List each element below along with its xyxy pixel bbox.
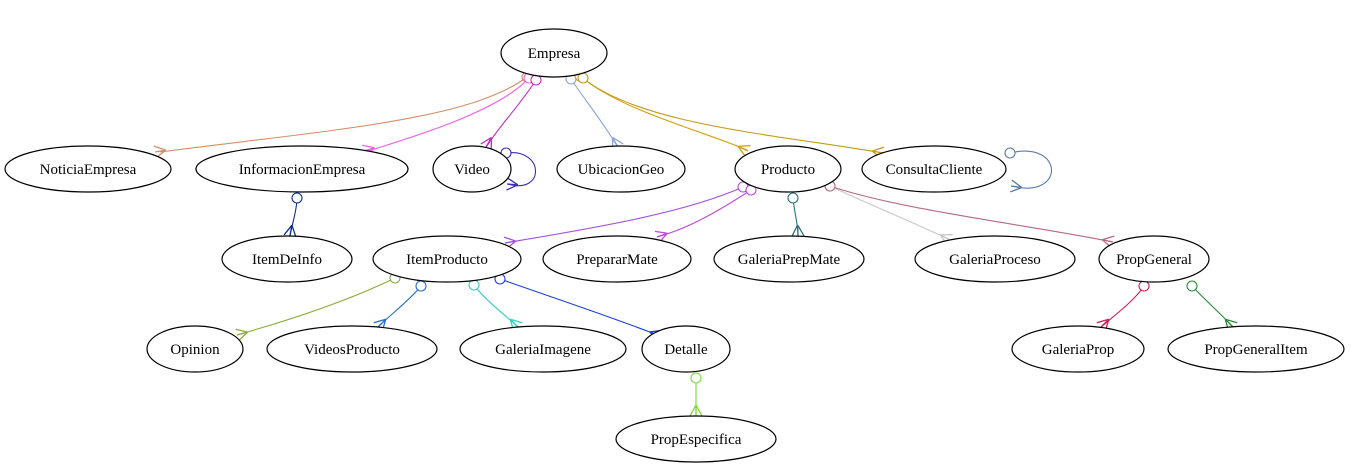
edge-item-producto-to-galeria-imagene bbox=[468, 279, 523, 332]
node-consulta-cliente[interactable]: ConsultaCliente bbox=[861, 145, 1007, 193]
node-label: ItemProducto bbox=[406, 252, 488, 268]
edge-line bbox=[486, 79, 537, 147]
edge-line bbox=[367, 77, 530, 152]
node-label: UbicacionGeo bbox=[578, 162, 665, 178]
crow-foot-marker bbox=[235, 328, 249, 342]
node-detalle[interactable]: Detalle bbox=[641, 325, 731, 373]
optional-circle-marker bbox=[468, 279, 480, 291]
optional-circle-marker bbox=[1186, 280, 1198, 292]
node-label: PropGeneral bbox=[1116, 252, 1192, 268]
node-label: PrepararMate bbox=[576, 252, 658, 268]
edge-item-producto-to-detalle bbox=[494, 273, 663, 342]
node-producto[interactable]: Producto bbox=[734, 145, 842, 193]
nodes-layer: Empresa NoticiaEmpresa InformacionEmpres… bbox=[4, 28, 1345, 463]
edge-empresa-to-noticia-empresa bbox=[153, 71, 533, 159]
node-video[interactable]: Video bbox=[432, 145, 512, 193]
node-label: Video bbox=[454, 162, 490, 178]
edge-detalle-to-prop-especifica bbox=[689, 372, 703, 417]
edge-line bbox=[1009, 150, 1053, 189]
edge-prop-general-to-prop-general-item bbox=[1186, 280, 1238, 332]
crow-foot-marker bbox=[480, 136, 493, 151]
node-preparar-mate[interactable]: PrepararMate bbox=[542, 235, 692, 283]
node-label: ConsultaCliente bbox=[886, 162, 983, 178]
node-label: GaleriaPrepMate bbox=[738, 252, 841, 268]
node-opinion[interactable]: Opinion bbox=[146, 325, 244, 373]
node-label: Empresa bbox=[528, 46, 581, 62]
node-label: InformacionEmpresa bbox=[239, 162, 366, 178]
node-videos-producto[interactable]: VideosProducto bbox=[266, 325, 438, 373]
node-galeria-prep-mate[interactable]: GaleriaPrepMate bbox=[713, 235, 865, 283]
edge-line bbox=[579, 75, 748, 151]
optional-circle-marker bbox=[291, 192, 303, 204]
edge-line bbox=[829, 185, 951, 241]
node-item-producto[interactable]: ItemProducto bbox=[372, 235, 522, 283]
node-label: Producto bbox=[761, 162, 815, 178]
edge-line bbox=[504, 186, 744, 244]
optional-circle-marker bbox=[1004, 147, 1016, 159]
edge-empresa-to-video bbox=[480, 74, 542, 151]
crow-foot-marker bbox=[283, 224, 297, 238]
edge-line bbox=[582, 77, 884, 154]
edge-producto-to-preparar-mate bbox=[654, 184, 757, 244]
optional-circle-marker bbox=[1138, 280, 1150, 292]
node-galeria-proceso[interactable]: GaleriaProceso bbox=[914, 235, 1076, 283]
crow-foot-marker bbox=[506, 177, 519, 191]
node-empresa[interactable]: Empresa bbox=[500, 28, 608, 78]
node-item-de-info[interactable]: ItemDeInfo bbox=[221, 235, 353, 283]
node-prop-general[interactable]: PropGeneral bbox=[1098, 235, 1210, 283]
node-label: Opinion bbox=[170, 342, 220, 358]
node-prop-general-item[interactable]: PropGeneralItem bbox=[1167, 325, 1345, 373]
crow-foot-marker bbox=[737, 144, 751, 157]
edge-item-producto-to-videos-producto bbox=[373, 280, 427, 332]
edge-line bbox=[159, 76, 528, 153]
node-ubicacion-geo[interactable]: UbicacionGeo bbox=[556, 145, 686, 193]
edge-empresa-to-informacion-empresa bbox=[362, 72, 535, 158]
node-galeria-imagene[interactable]: GaleriaImagene bbox=[459, 325, 627, 373]
node-label: NoticiaEmpresa bbox=[40, 162, 137, 178]
edge-empresa-to-consulta-cliente bbox=[577, 72, 885, 160]
edge-consulta-cliente-to-consulta-cliente bbox=[1004, 147, 1053, 193]
node-label: GaleriaProceso bbox=[949, 252, 1041, 268]
optional-circle-marker bbox=[690, 372, 702, 384]
edge-line bbox=[570, 78, 618, 147]
crow-foot-marker bbox=[791, 224, 805, 237]
crow-foot-marker bbox=[689, 404, 703, 417]
optional-circle-marker bbox=[415, 280, 427, 292]
edge-prop-general-to-galeria-prop bbox=[1096, 280, 1150, 332]
node-label: GaleriaProp bbox=[1042, 342, 1114, 358]
node-label: PropGeneralItem bbox=[1204, 342, 1308, 358]
edge-informacion-empresa-to-item-de-info bbox=[283, 192, 303, 238]
node-informacion-empresa[interactable]: InformacionEmpresa bbox=[195, 145, 409, 193]
edge-line bbox=[499, 278, 661, 337]
node-label: ItemDeInfo bbox=[252, 252, 322, 268]
node-label: GaleriaImagene bbox=[495, 342, 591, 358]
optional-circle-marker bbox=[787, 192, 799, 204]
node-label: PropEspecifica bbox=[651, 432, 742, 448]
edge-line bbox=[236, 277, 396, 336]
edge-line bbox=[656, 189, 752, 238]
edge-empresa-to-ubicacion-geo bbox=[565, 73, 624, 151]
node-prop-especifica[interactable]: PropEspecifica bbox=[615, 415, 777, 463]
node-label: Detalle bbox=[664, 342, 708, 358]
node-galeria-prop[interactable]: GaleriaProp bbox=[1011, 325, 1145, 373]
node-label: VideosProducto bbox=[304, 342, 400, 358]
crow-foot-marker bbox=[1009, 179, 1023, 193]
edge-line bbox=[829, 185, 1114, 243]
edge-line bbox=[505, 152, 537, 187]
edge-producto-to-galeria-prep-mate bbox=[787, 192, 805, 237]
node-noticia-empresa[interactable]: NoticiaEmpresa bbox=[4, 145, 172, 193]
